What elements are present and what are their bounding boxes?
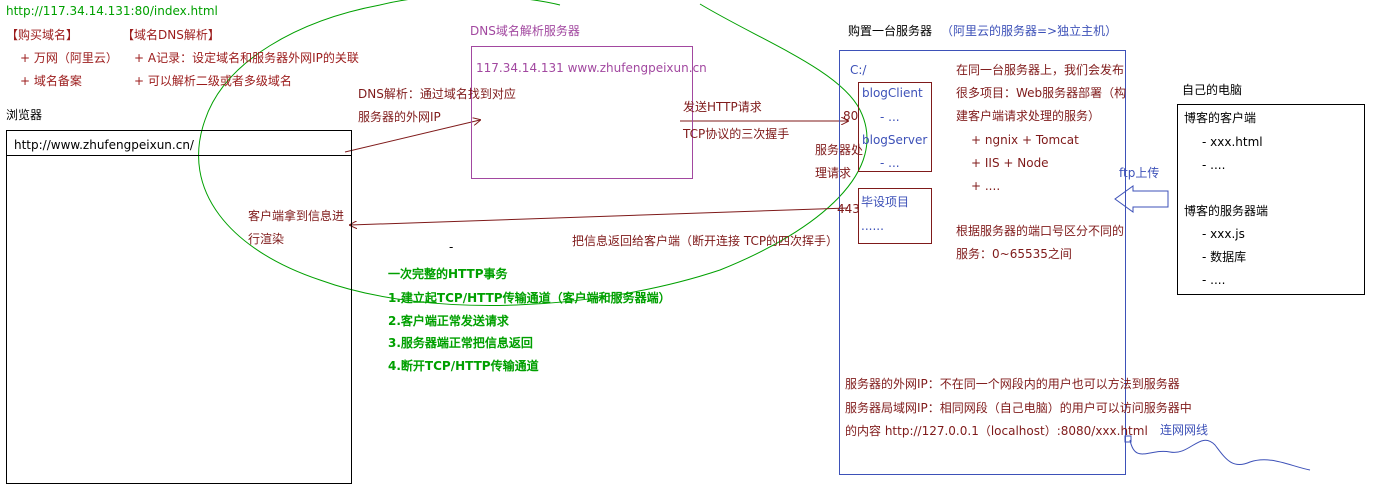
server-desc-line: 很多项目：Web服务器部署（构 — [956, 86, 1127, 100]
dns-resolve-note: 服务器的外网IP — [358, 110, 441, 124]
transaction-step: 1.建立起TCP/HTTP传输通道（客户端和服务器端） — [388, 291, 671, 305]
server-desc-line: 建客户端请求处理的服务） — [956, 109, 1101, 123]
network-cable-label: 连网网线 — [1160, 423, 1209, 437]
browser-address-bar[interactable] — [6, 130, 352, 156]
transaction-title: 一次完整的HTTP事务 — [388, 267, 508, 281]
port-443-label: 443 — [837, 202, 860, 216]
dns-resolve-item: + 可以解析二级或者多级域名 — [134, 74, 292, 88]
server-software: + .... — [971, 179, 1001, 193]
server-desc-line: 在同一台服务器上，我们会发布 — [956, 63, 1125, 77]
blog-client-sub: - ... — [880, 110, 900, 124]
render-text-line: 客户端拿到信息进 — [248, 209, 345, 223]
transaction-step: 4.断开TCP/HTTP传输通道 — [388, 359, 539, 373]
top-url: http://117.34.14.131:80/index.html — [6, 4, 218, 18]
grad-project-box — [858, 188, 932, 244]
blog-client-label: blogClient — [862, 86, 923, 100]
green-loop-tail — [379, 0, 561, 6]
green-loop-outline — [198, 3, 868, 306]
buy-domain-item: + 域名备案 — [20, 74, 82, 88]
browser-address-text: http://www.zhufengpeixun.cn/ — [14, 138, 194, 152]
port-80-label: 80 — [843, 109, 859, 123]
render-text-line: 行渲染 — [248, 232, 285, 246]
browser-window — [6, 130, 352, 484]
blog-server-title: 博客的服务器端 — [1184, 204, 1269, 218]
my-pc-box — [1177, 104, 1365, 295]
browser-label: 浏览器 — [6, 108, 43, 122]
transaction-step: 2.客户端正常发送请求 — [388, 314, 509, 328]
dns-server-box — [471, 46, 693, 179]
ip-note-line: 服务器的外网IP：不在同一个网段内的用户也可以方法到服务器 — [845, 377, 1180, 391]
response-arrow — [350, 207, 849, 225]
handshake-label: TCP协议的三次握手 — [683, 127, 790, 141]
blog-server-item: - .... — [1202, 273, 1226, 287]
send-request-label: 发送HTTP请求 — [683, 100, 762, 114]
ip-note-line: 服务器局域网IP：相同网段（自己电脑）的用户可以访问服务器中 — [845, 401, 1192, 415]
dns-server-title: DNS域名解析服务器 — [470, 24, 580, 38]
ftp-upload-label: ftp上传 — [1119, 166, 1160, 180]
server-box — [839, 50, 1126, 475]
ftp-arrow — [1114, 185, 1169, 213]
process-label: 理请求 — [815, 166, 852, 180]
transaction-step: 3.服务器端正常把信息返回 — [388, 336, 533, 350]
grad-project-label: 毕设项目 — [861, 195, 910, 209]
blog-server-item: - xxx.js — [1202, 227, 1245, 241]
buy-domain-title: 【购买域名】 — [6, 28, 79, 42]
grad-project-dots: ...... — [861, 219, 884, 233]
blog-client-item: - .... — [1202, 158, 1226, 172]
blog-server-label: blogServer — [862, 133, 928, 147]
dns-resolve-item: + A记录：设定域名和服务器外网IP的关联 — [134, 51, 359, 65]
server-software: + IIS + Node — [971, 156, 1049, 170]
buy-domain-item: + 万网（阿里云） — [20, 51, 118, 65]
server-software: + ngnix + Tomcat — [971, 133, 1079, 147]
browser-to-dns-line — [344, 120, 480, 153]
blog-client-item: - xxx.html — [1202, 135, 1263, 149]
response-label: 把信息返回给客户端（断开连接 TCP的四次挥手） — [572, 234, 839, 248]
blog-server-item: - 数据库 — [1202, 250, 1247, 264]
blog-projects-box — [858, 82, 932, 172]
network-cable-line — [1129, 439, 1311, 471]
my-pc-title: 自己的电脑 — [1182, 83, 1243, 97]
blog-server-sub: - ... — [880, 156, 900, 170]
dns-resolve-title: 【域名DNS解析】 — [122, 28, 220, 42]
port-note-line: 服务：0~65535之间 — [956, 247, 1072, 261]
port-note-line: 根据服务器的端口号区分不同的 — [956, 224, 1125, 238]
stray-mark: - — [449, 240, 454, 254]
dns-resolve-note: DNS解析：通过域名找到对应 — [358, 87, 516, 101]
dns-ip-domain: 117.34.14.131 www.zhufengpeixun.cn — [476, 61, 707, 75]
drive-label: C:/ — [850, 63, 867, 77]
blog-client-title: 博客的客户端 — [1184, 111, 1257, 125]
server-title: 购置一台服务器 — [848, 24, 933, 38]
ip-note-line: 的内容 http://127.0.0.1（localhost）:8080/xxx… — [845, 424, 1148, 438]
server-title-note: （阿里云的服务器=>独立主机） — [941, 24, 1118, 38]
